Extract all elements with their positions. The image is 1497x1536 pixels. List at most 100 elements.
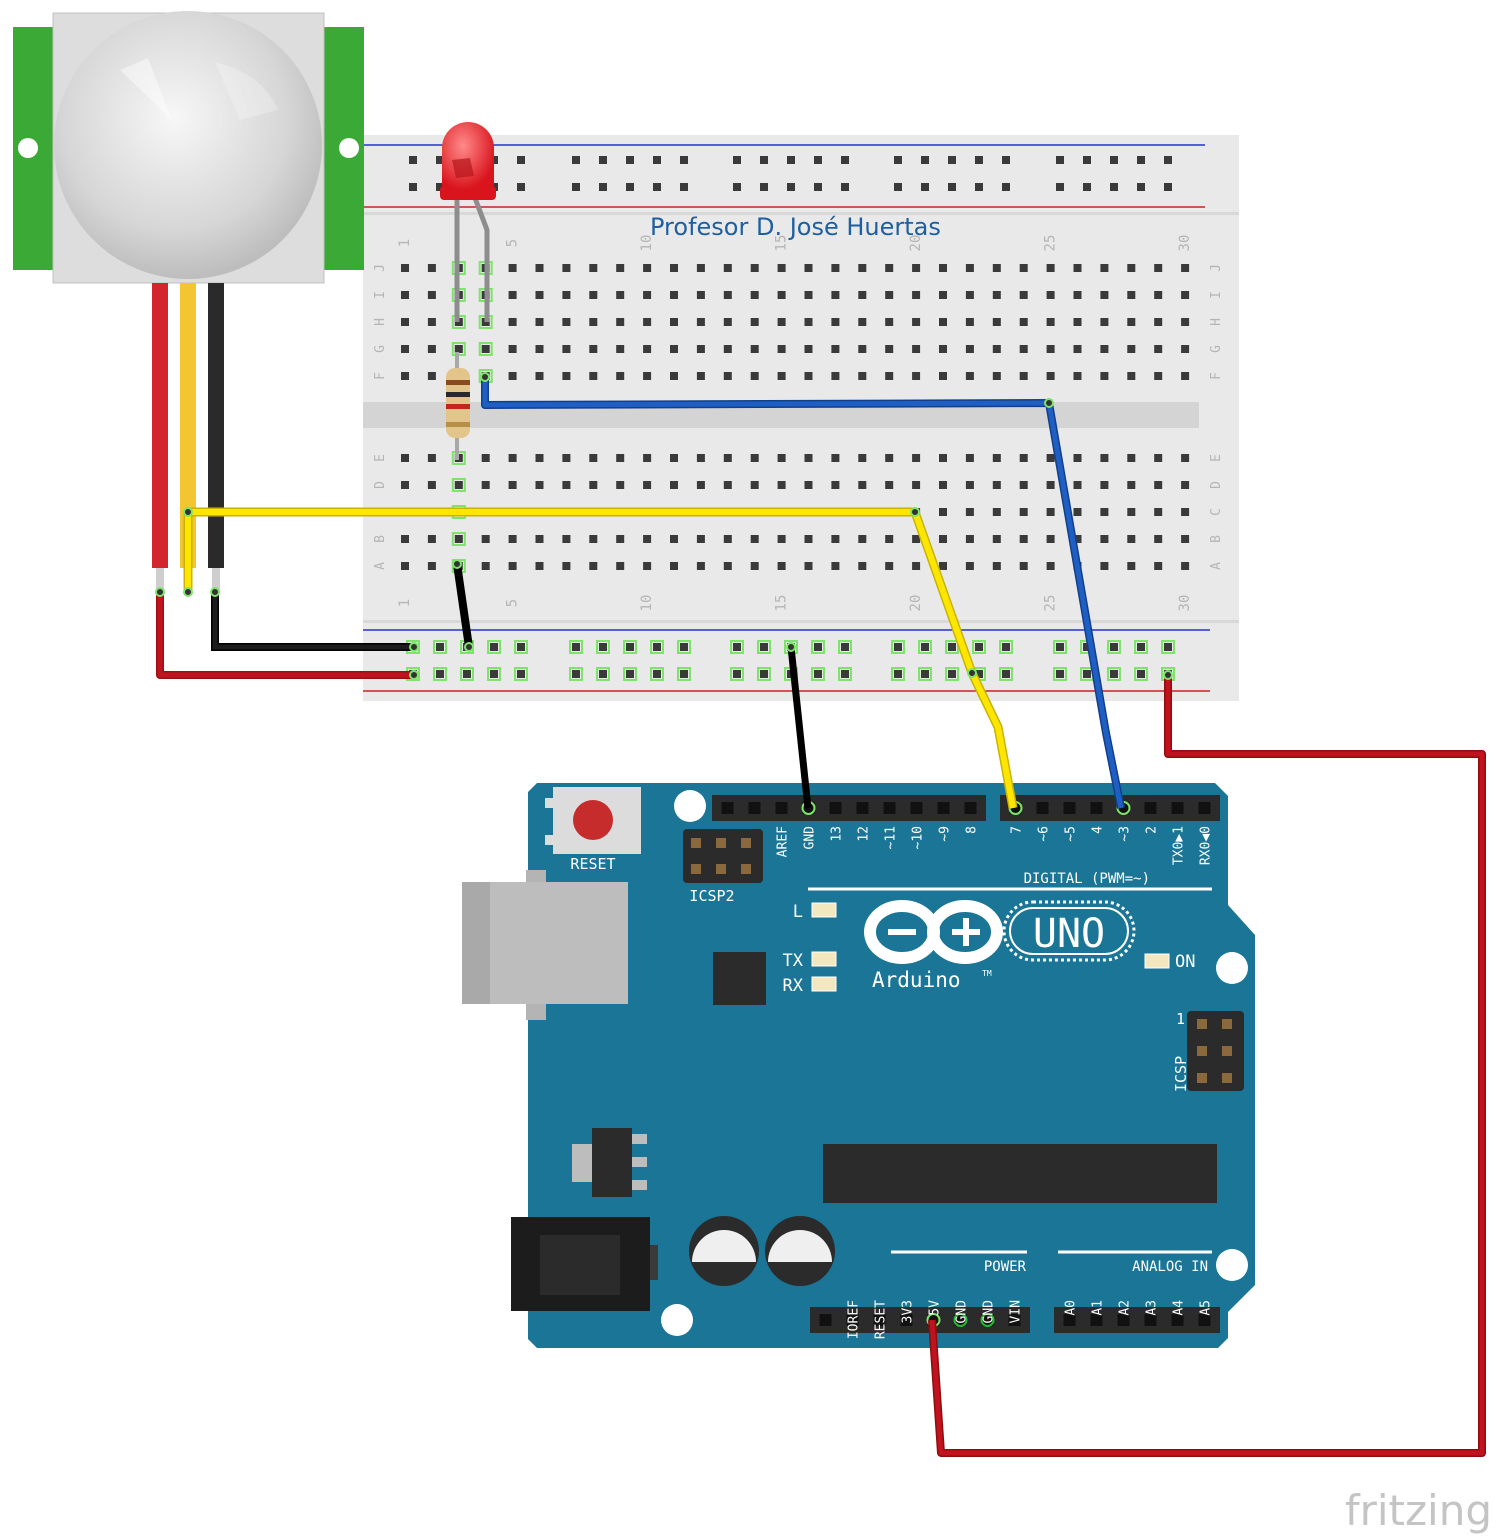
header-pin[interactable] xyxy=(1090,802,1103,814)
breadboard-hole[interactable] xyxy=(1019,535,1028,543)
breadboard-hole[interactable] xyxy=(804,562,813,570)
breadboard-hole[interactable] xyxy=(696,318,705,326)
breadboard-hole[interactable] xyxy=(965,318,974,326)
breadboard-hole[interactable] xyxy=(723,481,732,489)
breadboard-hole[interactable] xyxy=(939,454,947,462)
breadboard-hole[interactable] xyxy=(939,481,947,489)
breadboard-hole[interactable] xyxy=(723,454,732,462)
breadboard-hole[interactable] xyxy=(1046,318,1055,326)
rail-hole[interactable] xyxy=(841,643,849,651)
rail-hole[interactable] xyxy=(409,156,417,164)
rail-hole[interactable] xyxy=(1083,670,1091,678)
breadboard-hole[interactable] xyxy=(643,318,652,326)
header-pin[interactable] xyxy=(721,802,734,814)
header-pin[interactable] xyxy=(1144,802,1157,814)
breadboard-hole[interactable] xyxy=(939,264,947,272)
breadboard-hole[interactable] xyxy=(1046,345,1055,353)
breadboard-hole[interactable] xyxy=(1181,318,1190,326)
breadboard-hole[interactable] xyxy=(589,454,598,462)
rail-hole[interactable] xyxy=(1110,183,1118,191)
breadboard-hole[interactable] xyxy=(1019,481,1028,489)
header-pin[interactable] xyxy=(900,1314,913,1326)
breadboard-hole[interactable] xyxy=(616,318,625,326)
rail-hole[interactable] xyxy=(1056,643,1064,651)
breadboard-hole[interactable] xyxy=(643,264,652,272)
breadboard-hole[interactable] xyxy=(1181,535,1190,543)
rail-hole[interactable] xyxy=(436,156,444,164)
breadboard-hole[interactable] xyxy=(1100,291,1109,299)
breadboard-hole[interactable] xyxy=(589,345,598,353)
breadboard-hole[interactable] xyxy=(1127,562,1136,570)
breadboard-hole[interactable] xyxy=(1127,481,1136,489)
rail-hole[interactable] xyxy=(626,183,634,191)
breadboard-hole[interactable] xyxy=(992,318,1001,326)
breadboard-hole[interactable] xyxy=(804,318,813,326)
breadboard-hole[interactable] xyxy=(589,562,598,570)
rail-hole[interactable] xyxy=(680,183,688,191)
rail-hole[interactable] xyxy=(1056,156,1064,164)
rail-hole[interactable] xyxy=(517,643,525,651)
breadboard-hole[interactable] xyxy=(670,481,678,489)
breadboard-hole[interactable] xyxy=(670,318,678,326)
breadboard-hole[interactable] xyxy=(535,562,544,570)
breadboard-hole[interactable] xyxy=(696,454,705,462)
breadboard-hole[interactable] xyxy=(427,291,436,299)
rail-hole[interactable] xyxy=(463,670,471,678)
breadboard-hole[interactable] xyxy=(508,481,517,489)
breadboard-hole[interactable] xyxy=(616,372,625,380)
breadboard-hole[interactable] xyxy=(508,562,517,570)
breadboard-hole[interactable] xyxy=(670,535,678,543)
breadboard-hole[interactable] xyxy=(750,535,759,543)
breadboard-hole[interactable] xyxy=(589,481,598,489)
breadboard-hole[interactable] xyxy=(562,454,571,462)
breadboard-hole[interactable] xyxy=(481,454,490,462)
rail-hole[interactable] xyxy=(814,643,822,651)
breadboard-hole[interactable] xyxy=(1019,454,1028,462)
breadboard-hole[interactable] xyxy=(885,264,894,272)
rail-hole[interactable] xyxy=(517,183,525,191)
breadboard-hole[interactable] xyxy=(912,345,921,353)
breadboard-hole[interactable] xyxy=(804,454,813,462)
breadboard-hole[interactable] xyxy=(912,264,921,272)
breadboard-hole[interactable] xyxy=(1100,481,1109,489)
breadboard-hole[interactable] xyxy=(1100,345,1109,353)
rail-hole[interactable] xyxy=(841,156,849,164)
breadboard-hole[interactable] xyxy=(481,345,490,353)
breadboard-hole[interactable] xyxy=(965,345,974,353)
breadboard-hole[interactable] xyxy=(535,345,544,353)
breadboard-hole[interactable] xyxy=(777,291,786,299)
rail-hole[interactable] xyxy=(787,156,795,164)
rail-hole[interactable] xyxy=(1137,643,1145,651)
rail-hole[interactable] xyxy=(490,643,498,651)
rail-hole[interactable] xyxy=(409,183,417,191)
breadboard-hole[interactable] xyxy=(643,372,652,380)
breadboard-hole[interactable] xyxy=(965,562,974,570)
rail-hole[interactable] xyxy=(1164,643,1172,651)
header-pin[interactable] xyxy=(1036,802,1049,814)
rail-hole[interactable] xyxy=(921,670,929,678)
breadboard-hole[interactable] xyxy=(965,264,974,272)
breadboard-hole[interactable] xyxy=(939,318,947,326)
breadboard-hole[interactable] xyxy=(777,264,786,272)
rail-hole[interactable] xyxy=(760,643,768,651)
breadboard-hole[interactable] xyxy=(696,264,705,272)
breadboard-hole[interactable] xyxy=(992,562,1001,570)
breadboard-hole[interactable] xyxy=(1046,508,1055,516)
breadboard-hole[interactable] xyxy=(562,562,571,570)
breadboard-hole[interactable] xyxy=(616,562,625,570)
breadboard-hole[interactable] xyxy=(1073,345,1082,353)
rail-hole[interactable] xyxy=(1056,670,1064,678)
breadboard-hole[interactable] xyxy=(1154,264,1163,272)
breadboard-hole[interactable] xyxy=(643,562,652,570)
breadboard-hole[interactable] xyxy=(804,291,813,299)
rail-hole[interactable] xyxy=(653,156,661,164)
rail-hole[interactable] xyxy=(760,156,768,164)
breadboard-hole[interactable] xyxy=(481,481,490,489)
breadboard-hole[interactable] xyxy=(508,318,517,326)
breadboard-hole[interactable] xyxy=(1019,345,1028,353)
breadboard-hole[interactable] xyxy=(831,291,840,299)
breadboard-hole[interactable] xyxy=(992,264,1001,272)
rail-hole[interactable] xyxy=(1002,183,1010,191)
breadboard-hole[interactable] xyxy=(508,535,517,543)
breadboard-hole[interactable] xyxy=(1100,562,1109,570)
